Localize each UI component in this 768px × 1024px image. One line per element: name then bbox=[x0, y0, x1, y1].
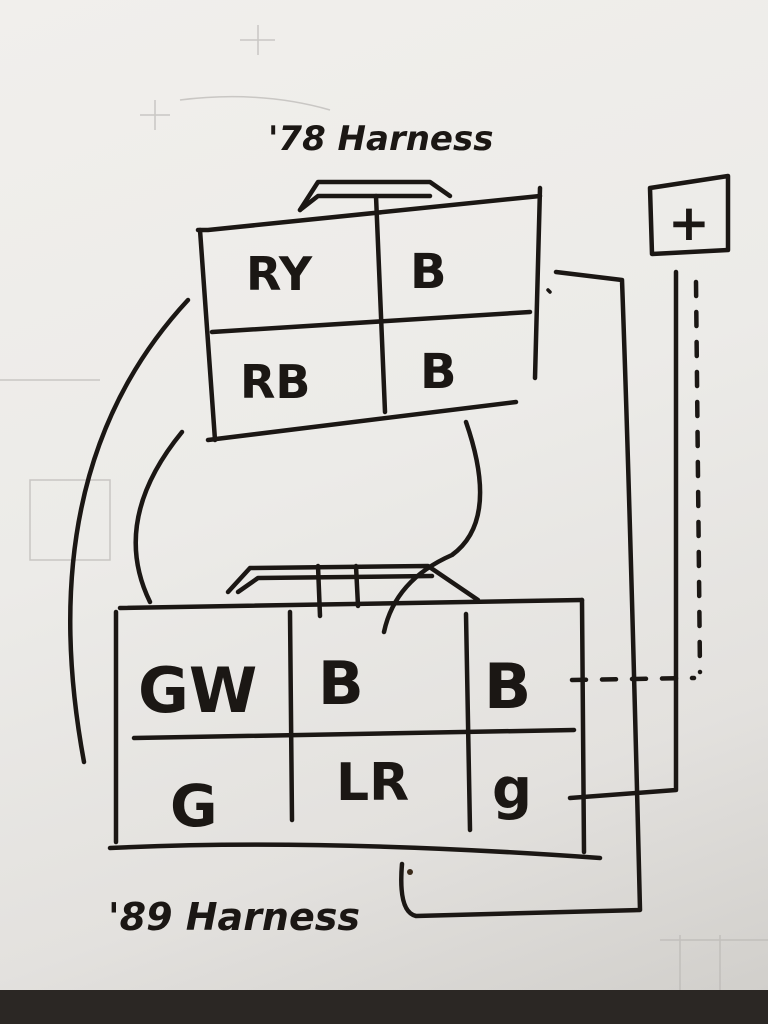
pin-89-g-lower: g bbox=[492, 757, 532, 822]
faint-background-sketch bbox=[0, 25, 768, 990]
ink-dot bbox=[407, 869, 413, 875]
pin-89-gw: GW bbox=[138, 654, 257, 727]
wires bbox=[68, 269, 703, 919]
connector-78-outline bbox=[195, 193, 543, 233]
plus-symbol: + bbox=[668, 194, 710, 252]
pin-78-ry: RY bbox=[246, 247, 313, 301]
pin-78-rb: RB bbox=[240, 355, 310, 409]
pin-89-b-mid-top: B bbox=[318, 649, 364, 719]
positive-terminal: + bbox=[647, 173, 731, 257]
wire-b-top-loop bbox=[399, 269, 643, 919]
wire-rb-to-g bbox=[133, 429, 185, 605]
pin-89-b-right-top: B bbox=[484, 650, 531, 723]
title-78-harness: '78 Harness bbox=[268, 119, 493, 159]
title-89-harness: '89 Harness bbox=[108, 895, 360, 939]
connector-89-col-divider-2 bbox=[463, 611, 473, 833]
wire-dashed-ground-horizontal bbox=[569, 675, 697, 683]
connector-89-mid-divider bbox=[131, 727, 577, 741]
pin-89-lr: LR bbox=[336, 753, 409, 813]
connector-78-mid-divider bbox=[209, 309, 533, 335]
wire-stub bbox=[546, 288, 552, 294]
connector-78-col-divider bbox=[373, 193, 388, 415]
table-surface bbox=[0, 990, 768, 1024]
connector-89-outline bbox=[117, 597, 585, 611]
pin-78-b-top: B bbox=[410, 244, 447, 300]
connector-89-col-divider-1 bbox=[287, 609, 295, 823]
pin-89-g: G bbox=[170, 772, 218, 840]
wire-g-to-plus bbox=[567, 269, 679, 801]
wire-b-to-b-mid bbox=[381, 419, 483, 635]
connector-89 bbox=[107, 563, 603, 861]
wire-dashed-ground-vertical bbox=[693, 279, 703, 675]
connector-78-latch bbox=[297, 179, 453, 213]
connector-78 bbox=[195, 179, 543, 443]
connector-89-latch bbox=[225, 563, 481, 603]
pin-78-b-bottom: B bbox=[420, 344, 457, 400]
wire-ry-to-gw bbox=[68, 297, 191, 765]
